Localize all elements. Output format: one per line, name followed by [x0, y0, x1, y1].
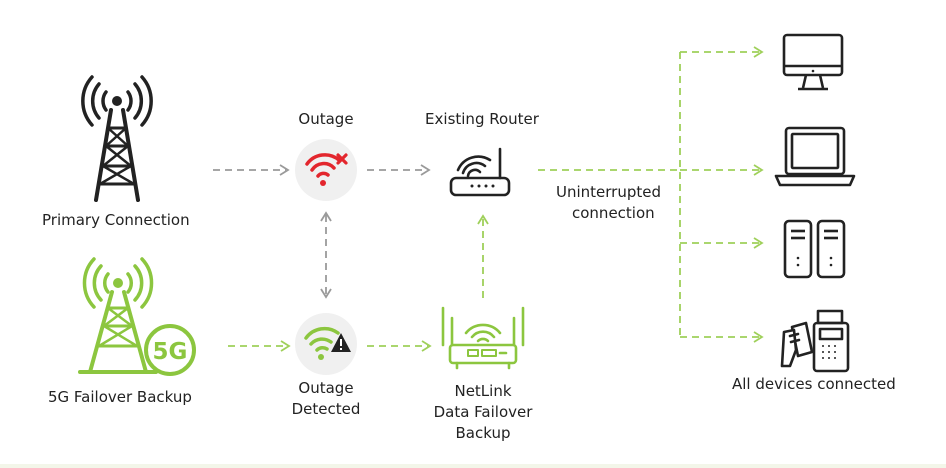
- branch-pos-arrow: [753, 331, 764, 343]
- netlink-line-2: Data Failover: [433, 403, 533, 421]
- outage-detected-line-1: Outage: [298, 379, 354, 397]
- server-icon: [783, 219, 846, 279]
- netlink-line-3: Backup: [455, 424, 511, 442]
- outage-detected-label: Outage Detected: [286, 378, 366, 420]
- desktop-icon: [782, 33, 844, 91]
- footer-strip: [0, 464, 946, 468]
- uninterrupted-line-1: Uninterrupted: [556, 183, 661, 201]
- wifi-outage-icon: [295, 139, 357, 201]
- netlink-to-router-arrow: [477, 214, 489, 225]
- router-icon: [449, 147, 511, 197]
- outage-to-router-arrow: [420, 164, 431, 176]
- router-label: Existing Router: [425, 110, 539, 128]
- primary-to-outage-arrow: [279, 164, 290, 176]
- detected-to-netlink-arrow: [421, 340, 432, 352]
- devices-label: All devices connected: [732, 375, 896, 393]
- 5g-badge-label: 5G: [153, 339, 188, 365]
- wifi-warning-icon: [295, 313, 357, 375]
- netlink-label: NetLink Data Failover Backup: [424, 381, 542, 444]
- backup-to-detected-arrow: [280, 340, 291, 352]
- branch-server-arrow: [753, 237, 764, 249]
- primary-connection-label: Primary Connection: [42, 211, 190, 229]
- vertical-arrow-down: [320, 288, 332, 299]
- branch-laptop-arrow: [753, 164, 764, 176]
- laptop-icon: [774, 126, 856, 187]
- backup-label: 5G Failover Backup: [48, 388, 192, 406]
- 5g-tower-icon: [78, 257, 196, 376]
- outage-detected-line-2: Detected: [291, 400, 361, 418]
- pos-terminal-icon: [780, 309, 850, 373]
- connection-lines: [213, 46, 764, 352]
- vertical-arrow-up: [320, 211, 332, 222]
- branch-desktop-arrow: [753, 46, 764, 58]
- outage-label: Outage: [298, 110, 354, 128]
- netlink-router-icon: [441, 306, 525, 370]
- uninterrupted-label: Uninterrupted connection: [556, 182, 661, 224]
- primary-tower-icon: [81, 75, 153, 202]
- uninterrupted-line-2: connection: [572, 204, 655, 222]
- netlink-line-1: NetLink: [454, 382, 512, 400]
